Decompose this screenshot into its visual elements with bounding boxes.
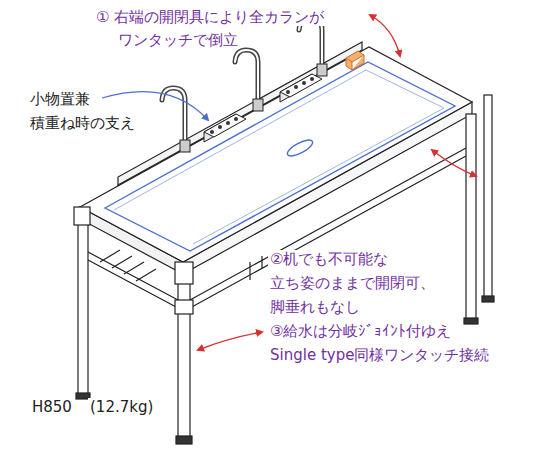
- callout-note: 脚垂れもなし: [268, 298, 362, 316]
- callout-note: ① 右端の開閉具により全カランが: [94, 8, 326, 26]
- part-note: 積重ね時の支え: [28, 114, 137, 132]
- callout-note: 立ち姿のままで開閉可、: [268, 274, 437, 292]
- callout-note: Single type同様ワンタッチ接続: [268, 346, 491, 364]
- callout-note: ②机でも不可能な: [268, 250, 390, 268]
- callout-note: ③給水は分岐ｼﾞｮｲﾝﾄ付ゆえ: [268, 322, 453, 340]
- part-note: 小物置兼: [28, 90, 92, 108]
- weight-label: (12.7kg): [88, 398, 155, 416]
- dimension-label: H850: [30, 398, 74, 416]
- callout-note: ワンタッチで倒立: [116, 31, 240, 49]
